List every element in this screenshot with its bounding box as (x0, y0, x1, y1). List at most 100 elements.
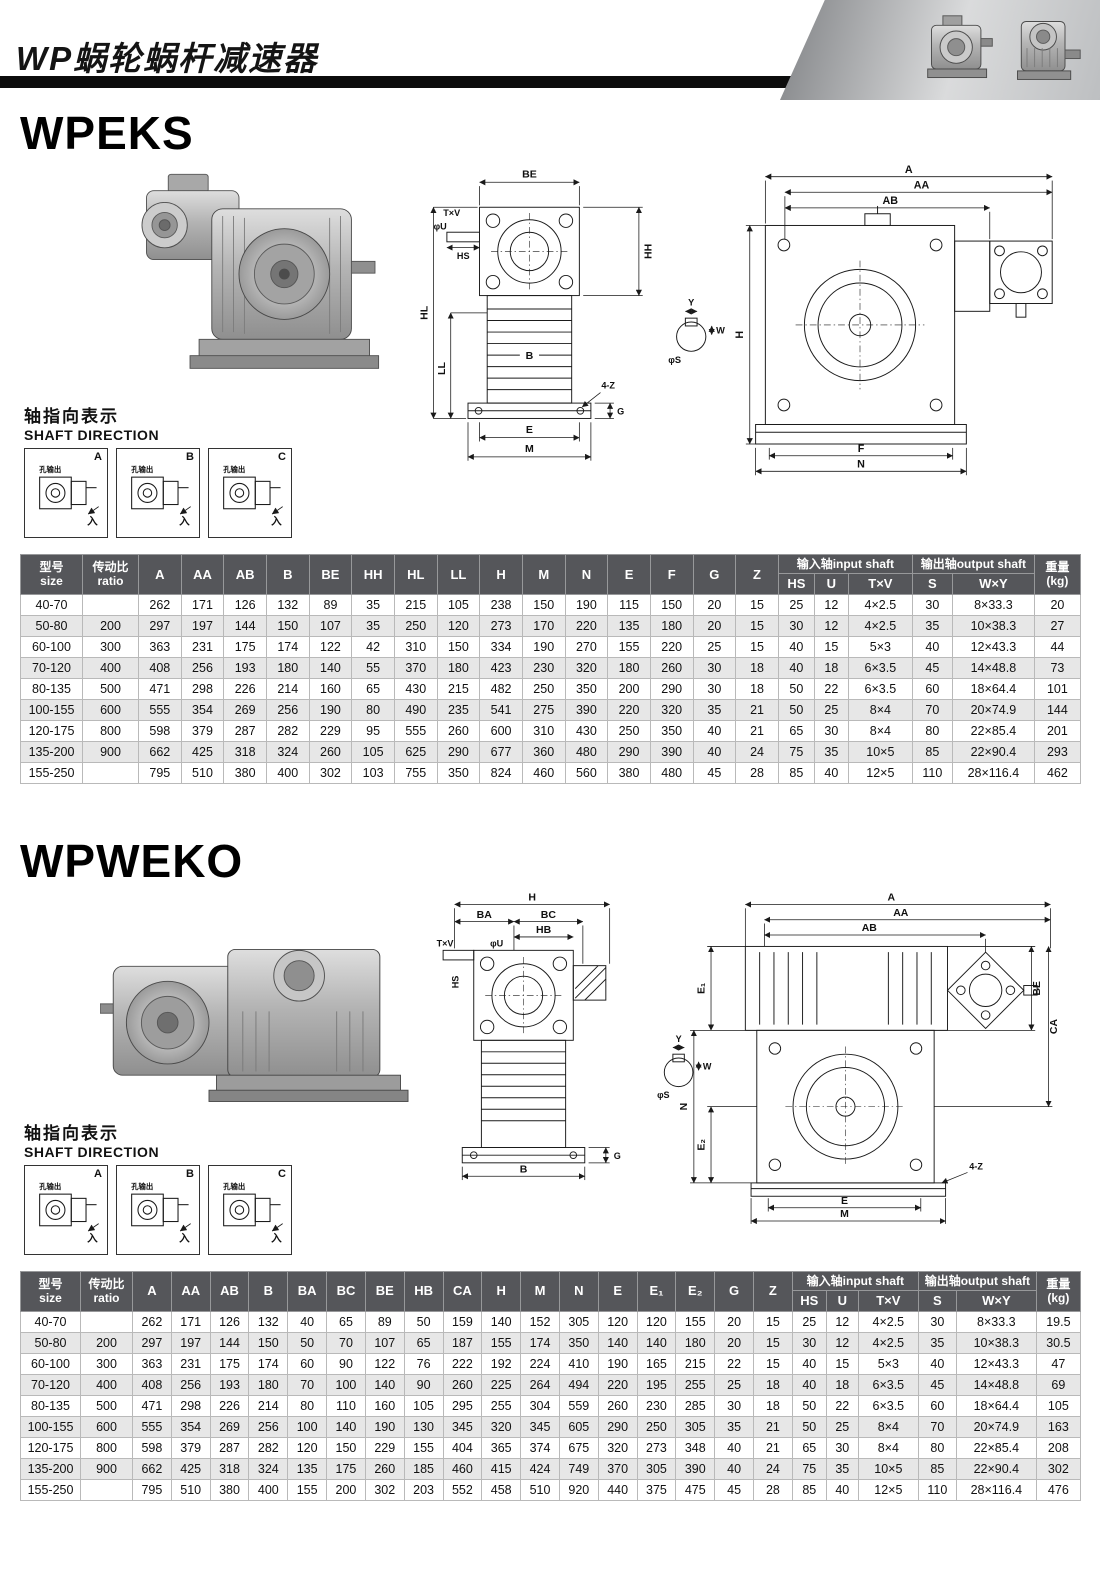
ratio-cell: 600 (80, 1415, 133, 1438)
value-cell: 107 (308, 614, 353, 637)
value-cell: 229 (364, 1436, 405, 1459)
value-cell: 320 (649, 698, 694, 721)
value-cell: 50 (403, 1310, 444, 1333)
value-cell: 28×116.4 (951, 761, 1035, 784)
value-cell: 350 (558, 1331, 599, 1354)
dim-column-header: BA (287, 1270, 328, 1312)
value-cell: 290 (436, 740, 481, 763)
value-cell: 42 (351, 635, 395, 658)
value-cell: 155 (481, 1331, 522, 1354)
value-cell: 65 (791, 1436, 827, 1459)
dim-column-header: Z (735, 553, 779, 595)
input-shaft-group-header: 输入轴input shaft (791, 1270, 919, 1292)
value-cell: 103 (351, 761, 395, 784)
value-cell: 140 (481, 1310, 522, 1333)
value-cell: 471 (138, 677, 182, 700)
dim-label-φS: φS (657, 1090, 670, 1100)
value-cell: 165 (636, 1352, 677, 1375)
value-cell: 12×5 (847, 761, 913, 784)
value-cell: 30 (692, 656, 737, 679)
dim-column-header: F (649, 553, 694, 595)
dim-column-header: E₂ (675, 1270, 716, 1312)
value-cell: 140 (308, 656, 353, 679)
value-cell: 132 (265, 593, 310, 616)
value-cell: 365 (481, 1436, 522, 1459)
wpweko-front-view-drawing: H BA BC HB T×V φU HS (437, 891, 621, 1180)
value-cell: 255 (675, 1373, 716, 1396)
value-cell: 4×2.5 (847, 593, 913, 616)
value-cell: 400 (248, 1478, 289, 1501)
value-cell: 21 (753, 1436, 793, 1459)
value-cell: 126 (209, 1310, 250, 1333)
value-cell: 80 (287, 1394, 328, 1417)
value-cell: 360 (521, 740, 566, 763)
value-cell: 75 (777, 740, 815, 763)
value-cell: 60 (911, 677, 953, 700)
section-title-wpweko: WPWEKO (20, 834, 244, 887)
value-cell: 552 (442, 1478, 483, 1501)
value-cell: 354 (170, 1415, 211, 1438)
value-cell: 354 (180, 698, 225, 721)
dim-label-Y: Y (688, 297, 695, 307)
value-cell: 215 (436, 677, 481, 700)
dim-column-header: M (521, 553, 566, 595)
value-cell: 40 (714, 1457, 754, 1480)
value-cell: 350 (436, 761, 481, 784)
value-cell: 40 (692, 719, 737, 742)
dim-column-header: AA (170, 1270, 211, 1312)
value-cell: 190 (521, 635, 566, 658)
value-cell: 47 (1035, 1352, 1081, 1375)
value-cell: 224 (520, 1352, 560, 1375)
value-cell: 101 (1033, 677, 1081, 700)
shaft-direction-cn: 轴指向表示 (24, 406, 119, 426)
value-cell: 334 (479, 635, 523, 658)
value-cell: 677 (479, 740, 523, 763)
value-cell: 120 (636, 1310, 677, 1333)
value-cell: 8×33.3 (955, 1310, 1037, 1333)
value-cell: 155 (607, 635, 651, 658)
value-cell: 215 (393, 593, 438, 616)
value-cell: 476 (1035, 1478, 1081, 1501)
shaft-column-header: T×V (847, 573, 913, 595)
ratio-cell: 400 (82, 656, 139, 679)
value-cell: 260 (442, 1373, 483, 1396)
value-cell: 89 (308, 593, 353, 616)
value-cell: 408 (132, 1373, 172, 1396)
input-label: 入 (87, 515, 98, 527)
value-cell: 256 (265, 698, 310, 721)
value-cell: 282 (248, 1436, 289, 1459)
ratio-cell: 800 (82, 719, 139, 742)
shaft-column-header: S (917, 1290, 957, 1312)
value-cell: 25 (791, 1310, 827, 1333)
value-cell: 180 (649, 614, 694, 637)
value-cell: 144 (1033, 698, 1081, 721)
value-cell: 190 (308, 698, 353, 721)
hole-output-label: 孔输出 (39, 465, 61, 474)
value-cell: 559 (558, 1394, 599, 1417)
value-cell: 298 (180, 677, 225, 700)
dim-column-header: LL (436, 553, 481, 595)
value-cell: 40 (791, 1352, 827, 1375)
value-cell: 175 (209, 1352, 250, 1375)
value-cell: 555 (393, 719, 438, 742)
value-cell: 40 (777, 635, 815, 658)
wpeks-front-view-drawing: BE T×V φU HS HH B (420, 168, 654, 461)
value-cell: 193 (223, 656, 267, 679)
value-cell: 214 (265, 677, 310, 700)
ratio-cell: 800 (80, 1436, 133, 1459)
value-cell: 120 (287, 1436, 328, 1459)
value-cell: 598 (138, 719, 182, 742)
value-cell: 105 (351, 740, 395, 763)
value-cell: 675 (558, 1436, 599, 1459)
dim-label-AB: AB (883, 195, 899, 207)
value-cell: 14×48.8 (951, 656, 1035, 679)
value-cell: 238 (479, 593, 523, 616)
value-cell: 21 (753, 1415, 793, 1438)
size-cell: 80-135 (20, 1394, 81, 1417)
